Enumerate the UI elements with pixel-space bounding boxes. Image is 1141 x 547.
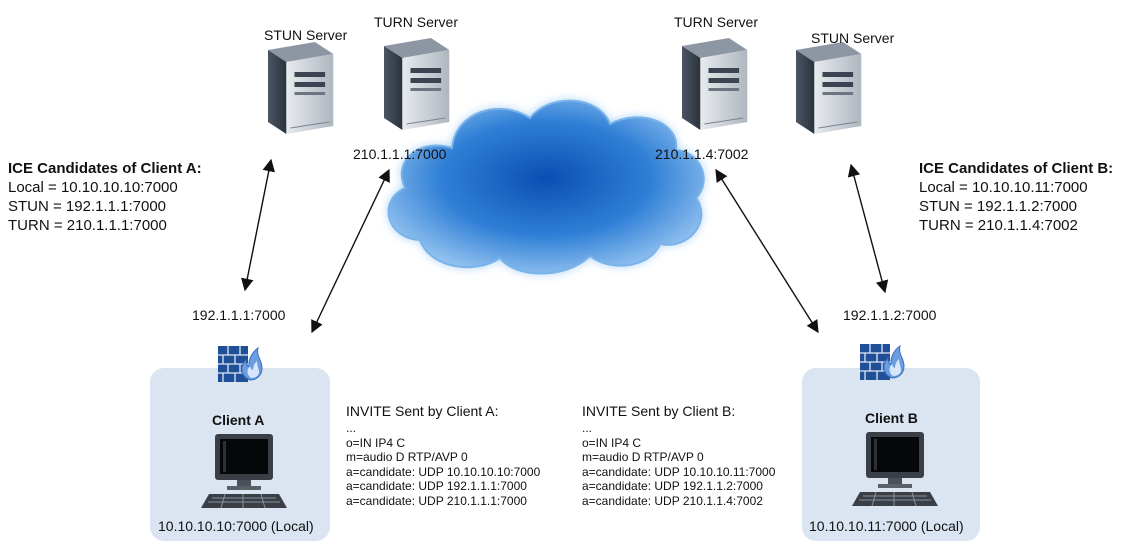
ice-b-turn: TURN = 210.1.1.4:7002	[919, 217, 1078, 234]
firewall-b-icon	[859, 343, 905, 381]
client-b-name: Client B	[865, 410, 918, 426]
ice-b-title: ICE Candidates of Client B:	[919, 160, 1114, 177]
firewall-a-address: 192.1.1.1:7000	[192, 307, 286, 323]
invite-b-line: a=candidate: UDP 210.1.1.4:7002	[582, 493, 763, 508]
ice-a-stun: STUN = 192.1.1.1:7000	[8, 198, 167, 215]
computer-b-icon	[851, 431, 939, 507]
invite-a-line: a=candidate: UDP 210.1.1.1:7000	[346, 493, 527, 508]
turn-b-address: 210.1.1.4:7002	[655, 146, 749, 162]
client-a-name: Client A	[212, 412, 265, 428]
turn-a-address: 210.1.1.1:7000	[353, 146, 447, 162]
ice-candidates-a: ICE Candidates of Client A: Local = 10.1…	[8, 159, 202, 235]
invite-b-line: m=audio D RTP/AVP 0	[582, 450, 704, 464]
ice-a-turn: TURN = 210.1.1.1:7000	[8, 217, 167, 234]
invite-b-line: o=IN IP4 C	[582, 435, 642, 450]
invite-a-block: INVITE Sent by Client A: ... o=IN IP4 C …	[346, 403, 540, 508]
arrow-client-a-turn	[311, 168, 390, 334]
invite-b-line: a=candidate: UDP 10.10.10.11:7000	[582, 464, 776, 479]
stun-server-b-icon	[795, 41, 862, 135]
ice-a-local: Local = 10.10.10.10:7000	[8, 179, 178, 196]
turn-server-a-label: TURN Server	[374, 14, 459, 30]
client-b-ip: 10.10.10.11:7000 (Local)	[809, 518, 964, 534]
ice-b-local: Local = 10.10.10.11:7000	[919, 179, 1088, 196]
firewall-b-address: 192.1.1.2:7000	[843, 307, 937, 323]
invite-b-line: a=candidate: UDP 192.1.1.2:7000	[582, 479, 763, 493]
turn-server-b-icon	[681, 37, 748, 131]
invite-b-block: INVITE Sent by Client B: ... o=IN IP4 C …	[582, 403, 775, 508]
invite-a-line: a=candidate: UDP 10.10.10.10:7000	[346, 464, 541, 479]
turn-server-a-icon	[383, 37, 450, 131]
stun-server-a-icon	[267, 41, 334, 135]
firewall-a-icon	[217, 345, 263, 383]
ice-b-stun: STUN = 192.1.1.2:7000	[919, 198, 1078, 215]
stun-server-a-label: STUN Server	[264, 27, 348, 43]
arrow-client-b-stun	[847, 163, 889, 294]
invite-b-ellipsis: ...	[582, 421, 593, 435]
computer-a-icon	[200, 433, 288, 509]
invite-a-line: a=candidate: UDP 192.1.1.1:7000	[346, 479, 527, 493]
invite-a-ellipsis: ...	[346, 421, 357, 435]
stun-server-b-label: STUN Server	[811, 30, 895, 46]
turn-server-b-label: TURN Server	[674, 14, 759, 30]
ice-candidates-b: ICE Candidates of Client B: Local = 10.1…	[919, 159, 1113, 235]
ice-a-title: ICE Candidates of Client A:	[8, 160, 202, 177]
internet-cloud-icon	[387, 99, 705, 275]
arrow-client-b-turn	[715, 168, 819, 334]
invite-a-line: m=audio D RTP/AVP 0	[346, 450, 468, 464]
invite-a-line: o=IN IP4 C	[346, 435, 406, 450]
client-a-ip: 10.10.10.10:7000 (Local)	[158, 518, 314, 534]
invite-a-title: INVITE Sent by Client A:	[346, 403, 499, 419]
invite-b-title: INVITE Sent by Client B:	[582, 403, 736, 419]
arrow-client-a-stun	[241, 158, 275, 292]
